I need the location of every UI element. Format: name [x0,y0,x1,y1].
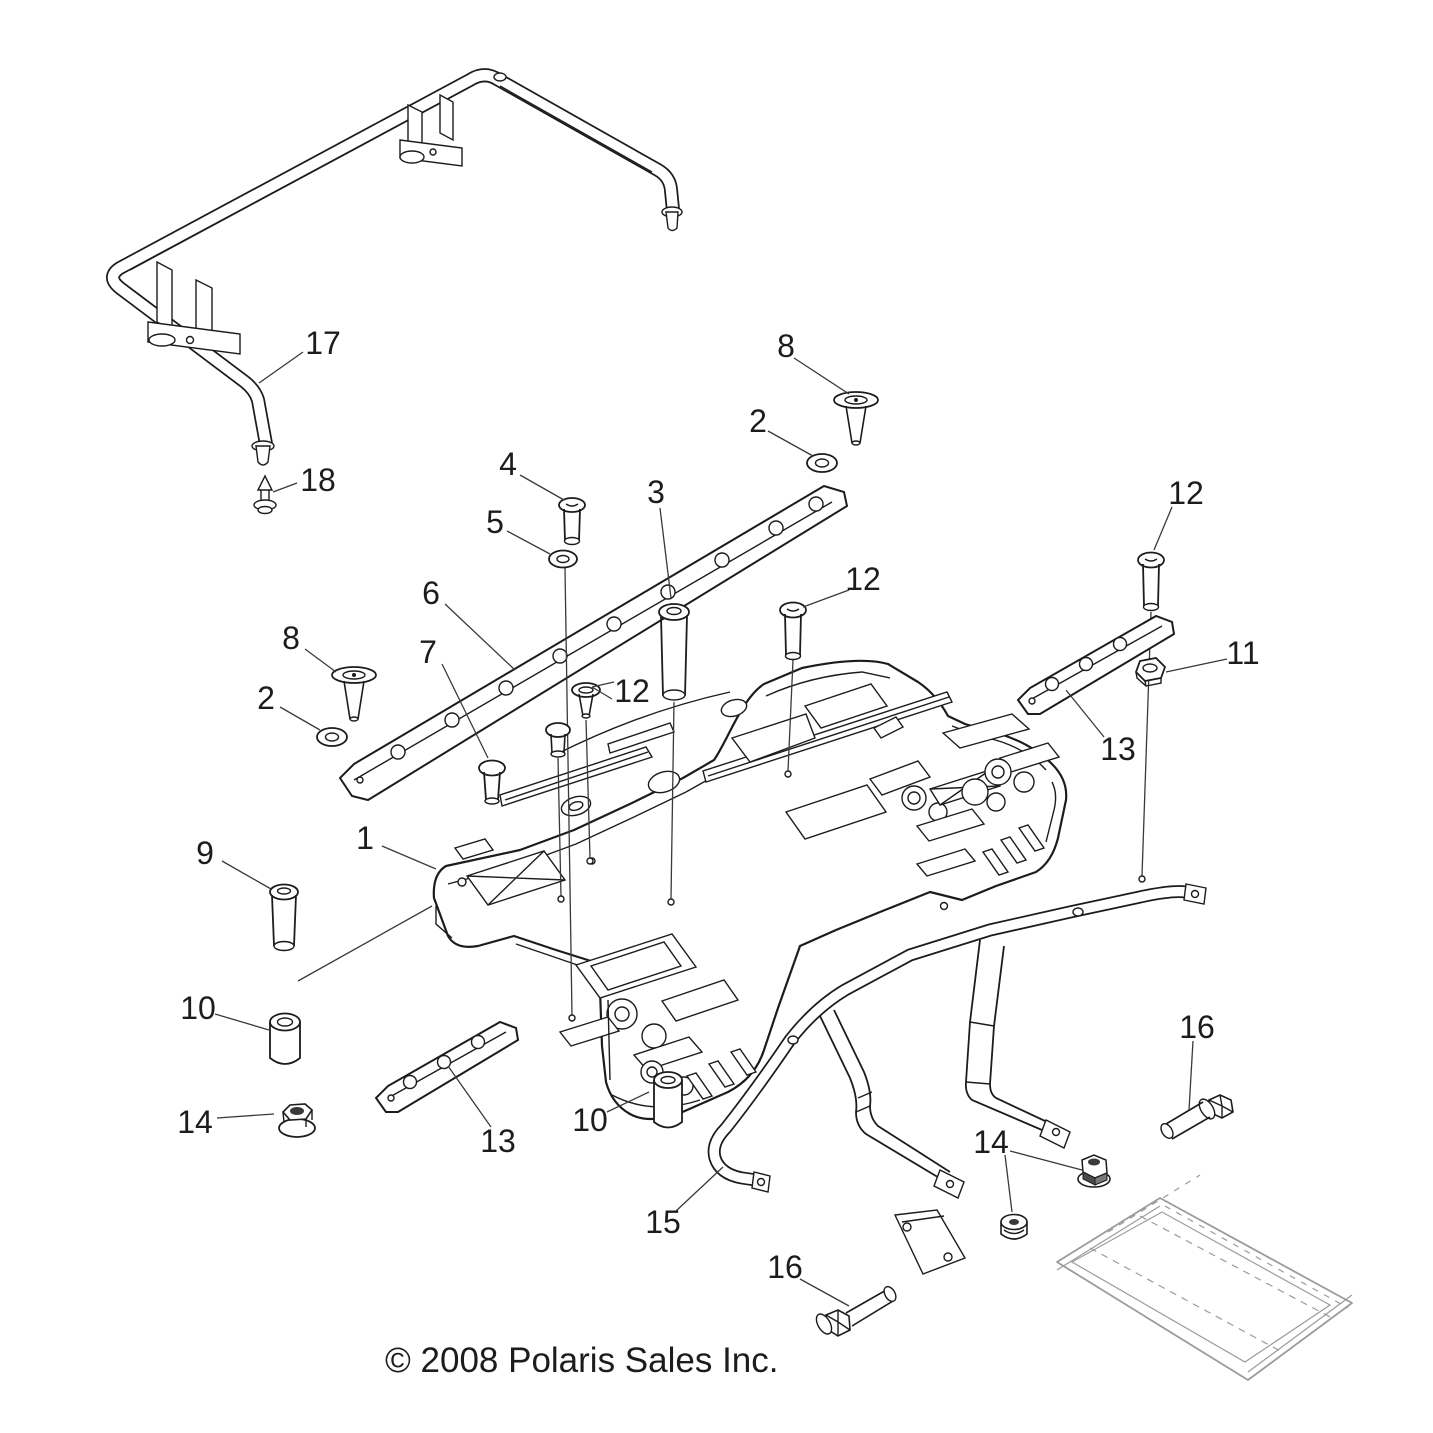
assembly-projection-lines [557,567,1152,1022]
callout-label: 3 [647,474,665,510]
callout-label: 8 [777,328,795,364]
callout-17: 17 [258,325,341,384]
callout-18: 18 [272,462,336,498]
part-washer-5 [548,549,578,569]
part-screw-12-a [779,601,807,661]
part-washer-2-left [316,727,348,747]
callout-label: 1 [356,820,374,856]
part-flange-nut-14-right [1077,1154,1111,1188]
part-hex-bolt-16-right [1160,1094,1234,1140]
callout-label: 4 [499,446,517,482]
callout-label: 12 [1168,475,1204,511]
callout-label: 2 [749,403,767,439]
callout-2-top: 2 [749,403,814,457]
callout-12-center: 12 [591,673,650,709]
callout-label: 13 [480,1123,516,1159]
part-spacer-10-left [269,1012,301,1065]
callout-6: 6 [422,575,516,671]
callout-label: 7 [419,634,437,670]
callout-label: 2 [257,680,275,716]
part-flat-screw-8-left [331,666,377,722]
callout-5: 5 [486,504,551,555]
callout-label: 10 [572,1102,608,1138]
copyright-text: © 2008 Polaris Sales Inc. [385,1341,779,1380]
callout-12-a: 12 [802,561,881,608]
part-washer-2-top [806,453,838,473]
part-spacer-10-center [653,1071,683,1129]
tube-bracket-top [399,93,463,167]
support-strut-left [819,1009,965,1199]
callout-label: 9 [196,835,214,871]
part-push-rivet [253,474,277,515]
callout-label: 12 [845,561,881,597]
callout-16-bottom: 16 [767,1249,850,1307]
callout-14-left: 14 [177,1104,275,1140]
callout-15: 15 [645,1166,724,1240]
callout-10-center: 10 [572,1091,650,1138]
part-bracket-13-right [1016,614,1176,715]
part-bushing-grommet [1000,1213,1028,1240]
callout-label: 16 [767,1249,803,1285]
part-shoulder-bolt-9 [269,883,299,952]
part-screw-4 [558,497,586,546]
part-flange-nut-14-left [278,1103,316,1138]
part-hex-bolt-16-bottom [815,1285,897,1337]
callout-label: 12 [614,673,650,709]
tube-bracket-left [147,260,241,355]
part-screw-7 [478,759,506,805]
callout-9: 9 [196,835,272,890]
part-bracket-13-left [374,1020,520,1113]
callout-8-left: 8 [282,620,337,673]
part-nut-11 [1134,657,1167,687]
callout-7: 7 [419,634,489,759]
callout-13-right: 13 [1065,689,1136,767]
callout-label: 16 [1179,1009,1215,1045]
phantom-rack-basket [1056,1174,1353,1381]
part-shoulder-bolt-3 [658,603,690,701]
support-strut-center [964,939,1071,1149]
callout-label: 18 [300,462,336,498]
callout-label: 14 [973,1124,1009,1160]
part-screw-12-b [1137,551,1165,612]
callout-label: 5 [486,504,504,540]
callout-label: 6 [422,575,440,611]
part-mounting-rail-long [338,484,849,802]
callout-1: 1 [297,820,437,982]
callouts: 17 18 8 2 4 5 3 12 12 6 7 8 2 12 11 13 1… [177,325,1260,1307]
callout-label: 13 [1100,731,1136,767]
callout-8-top: 8 [777,328,850,395]
part-rack-rail-tube [106,68,683,466]
callout-13-bottom: 13 [447,1065,516,1159]
callout-label: 14 [177,1104,213,1140]
callout-10-left: 10 [180,990,270,1031]
part-flat-screw-8-top [833,391,879,446]
part-screw-center-front [545,722,571,758]
callout-label: 17 [305,325,341,361]
callout-2-left: 2 [257,680,321,731]
part-rear-support-bar [707,883,1207,1275]
support-mount-plate [893,1209,967,1275]
part-screw-12-center [571,682,601,719]
callout-11: 11 [1165,635,1260,673]
callout-label: 11 [1226,635,1259,671]
part-rack-platform [432,659,1068,1121]
callout-3: 3 [647,474,672,599]
callout-12-b: 12 [1153,475,1204,551]
callout-label: 8 [282,620,300,656]
callout-4: 4 [499,446,565,501]
callout-label: 10 [180,990,216,1026]
callout-14-right: 14 [973,1124,1083,1213]
callout-16-right: 16 [1179,1009,1215,1111]
callout-label: 15 [645,1204,681,1240]
